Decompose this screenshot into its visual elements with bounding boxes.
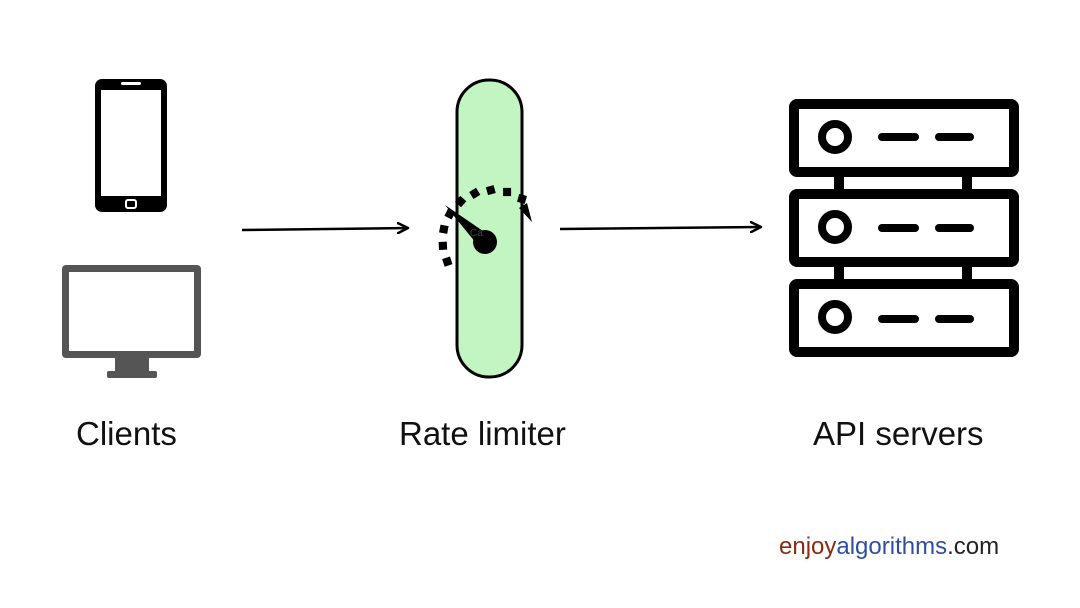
arrow-clients-to-limiter [241,228,408,230]
watermark-enjoy: enjoy [779,533,837,560]
watermark-algorithms: algorithms [836,533,948,560]
speedometer-icon: Ca [438,185,532,267]
gauge-label: Ca [470,228,483,239]
rate-limiter-label: Rate limiter [399,415,566,452]
api-servers-label: API servers [813,415,984,452]
desktop-monitor-icon [62,265,201,378]
smartphone-icon [95,79,167,212]
watermark-dotcom: .com [947,533,1000,560]
watermark: enjoyalgorithms.com [779,532,999,562]
rate-limiter-bar [455,78,524,379]
arrow-limiter-to-servers [559,227,761,229]
clients-label: Clients [76,415,177,452]
server-rack-icon [789,99,1019,357]
